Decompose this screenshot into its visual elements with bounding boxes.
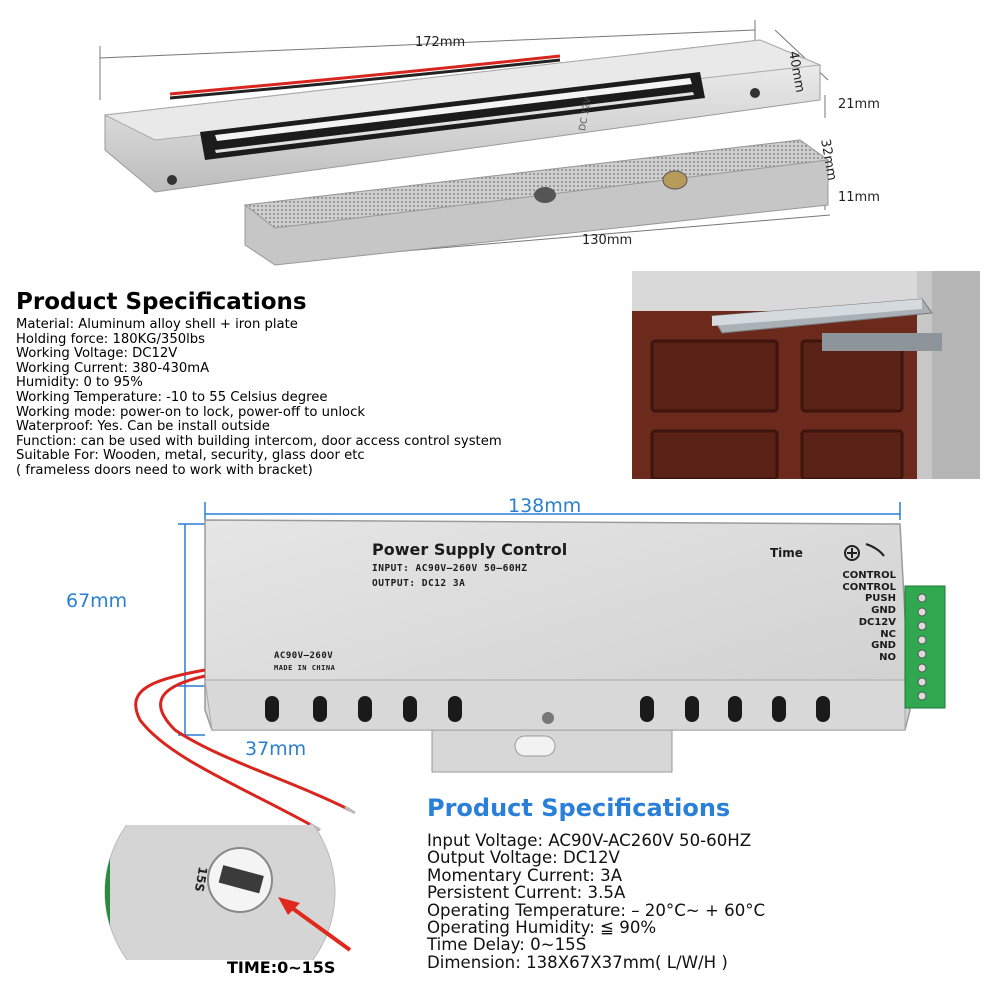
psu-label-input: INPUT: AC90V—260V 50—60HZ: [372, 563, 528, 574]
dim-lock-length: 172mm: [415, 35, 466, 50]
terminal-label: CONTROL: [842, 570, 896, 581]
psu-ac-label: AC90V—260V: [274, 651, 334, 661]
psu-terminal-labels: CONTROL CONTROL PUSH GND DC12V NC GND NO: [790, 570, 896, 664]
spec1-line: Material: Aluminum alloy shell + iron pl…: [16, 317, 298, 332]
terminal-label: NC: [880, 628, 896, 640]
spec1-line: Working Temperature: -10 to 55 Celsius d…: [16, 389, 328, 405]
dim-psu-depth: 37mm: [245, 738, 307, 760]
spec1-line: Working Current: 380-430mA: [16, 360, 210, 376]
spec2-line: Dimension: 138X67X37mm( L/W/H ): [427, 952, 728, 972]
spec1-line: Suitable For: Wooden, metal, security, g…: [16, 448, 365, 464]
spec1-line: Humidity: 0 to 95%: [16, 375, 143, 391]
spec1-line: Working Voltage: DC12V: [16, 346, 178, 362]
spec2-line: Time Delay: 0~15S: [427, 935, 587, 955]
psu-label-title: Power Supply Control: [372, 540, 568, 559]
terminal-label: PUSH: [864, 593, 896, 605]
spec1-line: ( frameless doors need to work with brac…: [16, 462, 313, 478]
dim-psu-length: 138mm: [508, 495, 582, 517]
terminal-label: NO: [879, 651, 896, 663]
spec2-title: Product Specifications: [427, 794, 731, 822]
spec2-list: Input Voltage: AC90V-AC260V 50-60HZ Outp…: [427, 831, 766, 972]
terminal-label: GND: [871, 605, 896, 617]
installed-lock-photo: [632, 271, 980, 479]
spec2-line: Persistent Current: 3.5A: [427, 883, 626, 903]
spec1-line: Function: can be used with building inte…: [16, 433, 502, 449]
terminal-label: GND: [871, 640, 896, 652]
spec1-line: Working mode: power-on to lock, power-of…: [16, 404, 366, 420]
spec2-line: Operating Humidity: ≦ 90%: [427, 918, 657, 938]
time-caption: TIME:0~15S: [227, 958, 336, 977]
terminal-label: CONTROL: [842, 581, 896, 593]
spec1-list: Material: Aluminum alloy shell + iron pl…: [16, 317, 502, 479]
spec1-line: Waterproof: Yes. Can be install outside: [16, 419, 270, 435]
psu-label-output: OUTPUT: DC12 3A: [372, 578, 466, 589]
power-supply-illustration: [134, 502, 946, 832]
psu-made-in: MADE IN CHINA: [274, 664, 336, 672]
spec2-line: Input Voltage: AC90V-AC260V 50-60HZ: [427, 831, 752, 850]
dim-lock-height: 21mm: [838, 97, 880, 112]
dim-plate-length: 130mm: [582, 233, 633, 248]
dim-psu-height: 67mm: [66, 590, 128, 612]
terminal-label: DC12V: [858, 616, 896, 628]
spec2-line: Operating Temperature: – 20°C~ + 60°C: [427, 900, 766, 920]
time-knob-closeup: [104, 825, 352, 960]
spec1-title: Product Specifications: [16, 289, 307, 315]
dim-plate-height: 11mm: [838, 190, 880, 205]
magnetic-lock-illustration: [99, 20, 831, 266]
spec1-line: Holding force: 180KG/350lbs: [16, 331, 206, 347]
spec2-line: Momentary Current: 3A: [427, 865, 623, 885]
psu-time-label: Time: [770, 546, 803, 560]
spec2-line: Output Voltage: DC12V: [427, 848, 620, 868]
